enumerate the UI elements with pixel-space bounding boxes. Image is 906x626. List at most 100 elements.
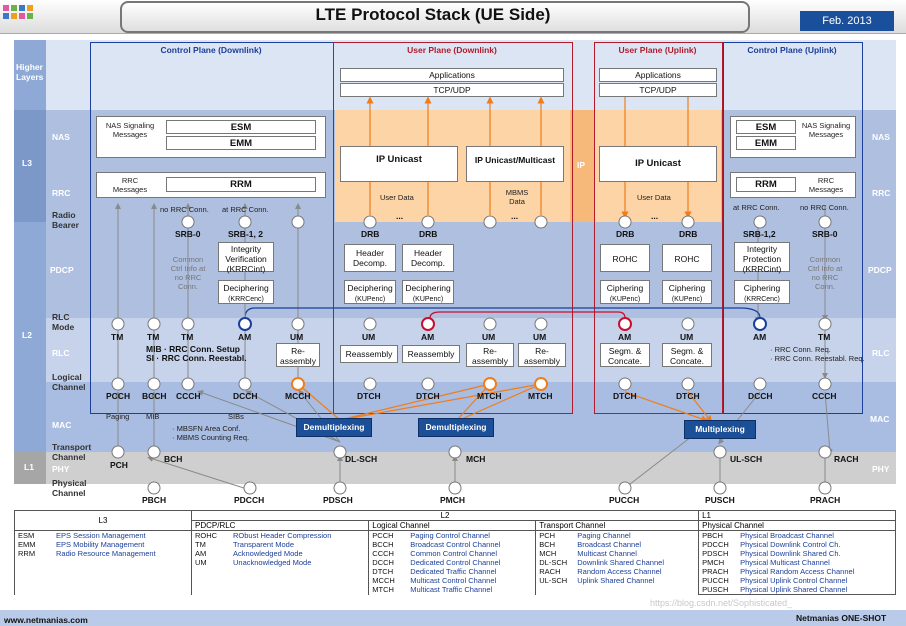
legend-abbr: BCH [539,540,556,549]
ch-ccch-ul: CCCH [812,391,837,401]
ciphering-up2-key: (KUPenc) [671,296,703,303]
legend-abbr: ESM [18,531,35,540]
deciphering-up-2: Deciphering (KUPenc) [402,280,454,304]
label-transport-channel: Transport Channel [52,442,92,462]
legend-abbr: PBCH [702,531,723,540]
deciphering-up2-key: (KUPenc) [412,296,444,303]
reassembly-cp: Re-assembly [276,343,320,367]
no-rrc-conn-dl: no RRC Conn. [160,205,209,214]
ip-unicast-multicast-dl: IP Unicast/Multicast [466,146,564,182]
label-rrc: RRC [52,188,71,198]
ch-mcch: MCCH [285,391,311,401]
ch-dcch-ul: DCCH [748,391,773,401]
legend-desc: Physical Downlink Control Ch. [740,540,841,549]
layer-column-l1 [14,452,46,484]
legend-abbr: PUCCH [702,576,729,585]
esm-box-dl: ESM [166,120,316,134]
legend-h-logical: Logical Channel [368,520,537,531]
date-badge: Feb. 2013 [800,11,894,31]
legend-desc: Multicast Channel [577,549,637,558]
deciphering-up1-label: Deciphering [347,283,393,293]
label-physical-channel: Physical Channel [52,478,87,498]
legend-desc: Physical Multicast Channel [740,558,830,567]
legend-abbr: ROHC [195,531,218,540]
demultiplexing-block-1: Demultiplexing [296,418,372,437]
sibs-note: SIBs [228,412,244,421]
emm-box-dl: EMM [166,136,316,150]
dots-dl-2: ... [511,211,519,221]
tr-rach: RACH [834,454,859,464]
reassembly-up-2: Reassembly [402,345,460,363]
label-nas-right: NAS [872,132,890,142]
label-rlc-mode: RLC Mode [52,312,75,332]
label-mac: MAC [52,420,72,430]
legend-abbr: RACH [539,567,561,576]
ch-dtch-ul-2: DTCH [676,391,700,401]
srb0-dl: SRB-0 [175,229,201,239]
rlc-um-up-ul: UM [680,332,694,342]
logo-icon [3,5,33,19]
legend-abbr: DL-SCH [539,558,568,567]
ph-pbch: PBCH [142,495,167,505]
deciphering-up2-label: Deciphering [405,283,451,293]
legend-desc: Acknowledged Mode [233,549,303,558]
rlc-tm-1: TM [111,332,124,342]
legend-desc: Physical Broadcast Channel [740,531,834,540]
up-dl-frame [333,42,573,414]
rlc-am-cp-ul: AM [753,332,767,342]
reassembly-up-4: Re-assembly [518,343,566,367]
ul-ccch-note: · RRC Conn. Req.· RRC Conn. Reestabl. Re… [770,345,870,363]
label-phy-right: PHY [872,464,890,474]
legend-desc: Random Access Channel [577,567,662,576]
drb-dl-2: DRB [419,229,438,239]
deciphering-up1-key: (KUPenc) [354,296,386,303]
rlc-am-up-dl: AM [421,332,435,342]
legend-h-pdcp: PDCP/RLC [190,520,370,531]
legend-desc: Broadcast Channel [577,540,642,549]
header-decomp-2: Header Decomp. [402,244,454,272]
ch-pcch: PCCH [106,391,131,401]
ul-ccch-line1: · RRC Conn. Req. [770,345,831,354]
label-l2: L2 [22,330,32,340]
ch-dtch-dl-2: DTCH [416,391,440,401]
segm-concat-2: Segm. & Concate. [662,343,712,367]
at-rrc-conn-dl: at RRC Conn. [222,205,269,214]
label-pdcp: PDCP [50,265,74,275]
legend-abbr: DCCH [372,558,394,567]
legend-row: BCH Broadcast Channel [539,540,664,549]
srb12-ul: SRB-1,2 [743,229,776,239]
applications-dl: Applications [340,68,564,82]
ul-ccch-line2: · RRC Conn. Reestabl. Req. [770,354,865,363]
label-mac-right: MAC [870,414,890,424]
footer-url[interactable]: www.netmanias.com [4,615,88,625]
no-rrc-conn-ul: no RRC Conn. [800,203,849,212]
rlc-am-cp-dl: AM [238,332,252,342]
at-rrc-conn-ul: at RRC Conn. [733,203,780,212]
ciphering-up2-label: Ciphering [668,283,706,293]
srb0-ul: SRB-0 [812,229,838,239]
mib-note: MIB [146,412,160,421]
user-data-dl: User Data [380,193,414,202]
tr-mch: MCH [466,454,486,464]
legend-abbr: CCCH [372,549,394,558]
header-decomp-1: Header Decomp. [344,244,396,272]
legend-desc: EPS Mobility Management [56,540,145,549]
integrity-verification-box: Integrity Verification (KRRCint) [218,242,274,274]
legend-abbr: UM [195,558,207,567]
legend-abbr: PMCH [702,558,725,567]
ch-ccch-dl: CCCH [176,391,201,401]
srb12-dl: SRB-1, 2 [228,229,263,239]
legend-abbr: MCH [539,549,557,558]
deciphering-cp-key: (KRRCenc) [228,296,264,303]
cp-dl-title: Control Plane (Downlink) [160,45,262,55]
